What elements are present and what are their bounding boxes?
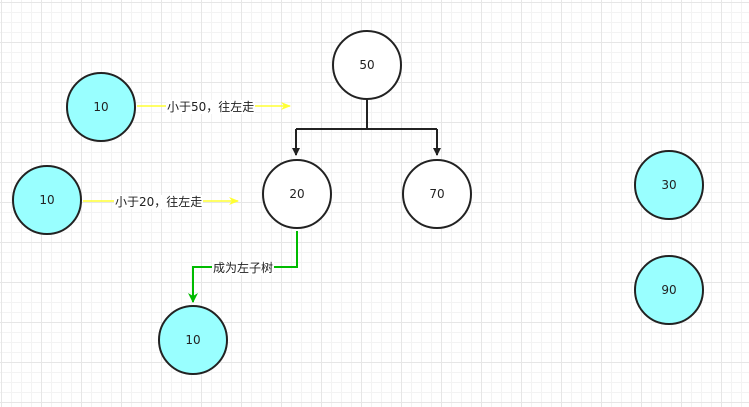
- node-inserted: 10: [158, 305, 228, 375]
- node-right-child: 70: [402, 159, 472, 229]
- node-compare-step2: 10: [12, 165, 82, 235]
- node-waiting-90: 90: [634, 255, 704, 325]
- tree-edges: [292, 100, 441, 156]
- label-less-than-50: 小于50，往左走: [166, 100, 256, 114]
- node-waiting-30: 30: [634, 150, 704, 220]
- label-become-left-subtree: 成为左子树: [212, 261, 275, 275]
- node-root: 50: [332, 30, 402, 100]
- node-left-child: 20: [262, 159, 332, 229]
- label-less-than-20: 小于20，往左走: [114, 195, 204, 209]
- node-compare-step1: 10: [66, 72, 136, 142]
